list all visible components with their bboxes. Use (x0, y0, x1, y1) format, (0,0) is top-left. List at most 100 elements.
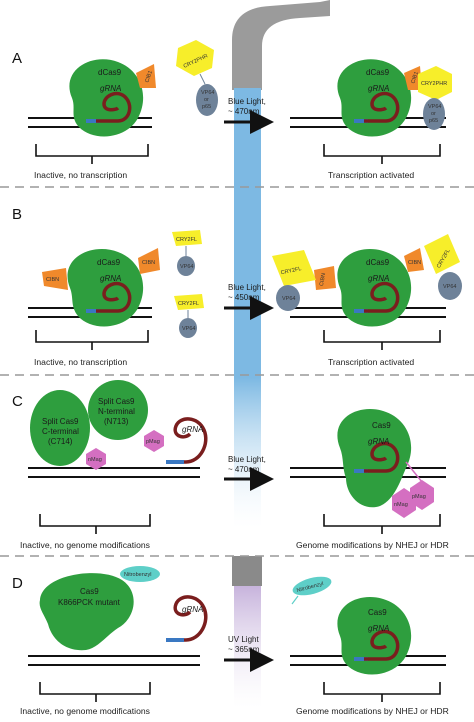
grna-label-d-right: gRNA (368, 624, 389, 633)
nitrobenzyl-left-d (120, 566, 160, 582)
blue-beam-ab (234, 88, 261, 378)
cry2phr-bound-a (418, 66, 452, 100)
caption-a-left: Inactive, no transcription (34, 170, 127, 180)
light-d-2: ~ 365nm (228, 645, 260, 654)
cry2fl-bound-b-2 (424, 234, 460, 274)
cry2fl-free-b-1 (172, 230, 202, 246)
grna-label-c-right: gRNA (368, 437, 389, 446)
vp64-bound-a-3: p65 (429, 118, 438, 124)
light-c-1: Blue Light, (228, 455, 266, 464)
nitrobenzyl-label-left: Nitrobenzyl (124, 572, 152, 578)
vp64-bound-label-b-2: VP64 (443, 284, 456, 290)
grna-free-d (166, 595, 208, 642)
dcas9-label-a-left: dCas9 (98, 68, 122, 77)
light-b-1: Blue Light, (228, 283, 266, 292)
cas9-label-c-right: Cas9 (372, 421, 391, 430)
pmag-label-c: pMag (146, 439, 160, 445)
vp64-bound-a-2: or (431, 111, 436, 117)
nmag-left-c (86, 448, 106, 470)
split-cas9-n-terminal (88, 380, 148, 440)
cas9-mutant-d (39, 573, 134, 651)
cibn-bound-label-b-1: CIBN (319, 273, 327, 287)
cibn-left-b-2 (138, 248, 160, 274)
grna-label-d-left: gRNA (182, 605, 203, 614)
cibn-bound-label-b-2: CIBN (408, 260, 421, 266)
panel-c: C Split Cas9 C-terminal (C714) Split Cas… (12, 380, 449, 550)
vp64-bound-a (423, 98, 445, 130)
bracket-c-right (323, 514, 441, 534)
cibn-label-b-2: CIBN (142, 260, 155, 266)
uv-source (232, 556, 262, 586)
cry2fl-label-b-1: CRY2FL (176, 237, 197, 243)
cry2fl-label-b-2: CRY2FL (178, 301, 199, 307)
pmag-bound-c (410, 480, 434, 510)
grna-label-b-left: gRNA (100, 274, 121, 283)
grna-label-b-right: gRNA (368, 274, 389, 283)
cry2fl-bound-b-1 (272, 250, 316, 286)
vp64-label-b-1: VP64 (180, 264, 193, 270)
panel-d-letter: D (12, 575, 23, 592)
c-terminal-3: (C714) (48, 437, 73, 446)
cibn-bound-b-2 (404, 248, 424, 272)
c-terminal-1: Split Cas9 (42, 417, 79, 426)
bracket-a-right (323, 144, 441, 164)
vp64-bound-a-1: VP64 (428, 104, 441, 110)
pmag-bound-label-c: pMag (412, 494, 426, 500)
vp64-free-b-1 (177, 256, 195, 276)
nmag-label-c: nMag (88, 457, 102, 463)
cibn-left-b-1 (42, 268, 68, 290)
light-a-2: ~ 470nm (228, 107, 260, 116)
cibn-label-b-1: CIBN (46, 277, 59, 283)
cry2fl-bound-label-b-1: CRY2FL (280, 266, 302, 276)
blue-beam-c (234, 378, 261, 528)
panel-d: D Cas9 K866PCK mutant Nitrobenzyl gRNA U… (12, 566, 449, 716)
vp64-bound-label-b-1: VP64 (282, 296, 295, 302)
vp64-free-a-2: or (204, 97, 209, 103)
caption-d-left: Inactive, no genome modifications (20, 706, 150, 716)
vp64-bound-b-2 (438, 272, 462, 300)
bracket-a-left (35, 144, 149, 164)
cas9-label-d-right: Cas9 (368, 608, 387, 617)
vp64-free-a (196, 84, 218, 116)
mutant-label-2: K866PCK mutant (58, 598, 121, 607)
bracket-d-right (323, 682, 441, 702)
light-b-2: ~ 450nm (228, 293, 260, 302)
caption-b-left: Inactive, no transcription (34, 357, 127, 367)
cib1-label-a-right: CIB1 (410, 71, 419, 84)
vp64-free-a-1: VP64 (201, 90, 214, 96)
split-cas9-c-terminal (30, 390, 90, 466)
light-a-1: Blue Light, (228, 97, 266, 106)
vp64-free-a-3: p65 (202, 104, 211, 110)
grna-label-a-left: gRNA (100, 84, 121, 93)
n-terminal-3: (N713) (104, 417, 129, 426)
mutant-label-1: Cas9 (80, 587, 99, 596)
caption-c-left: Inactive, no genome modifications (20, 540, 150, 550)
cib1-label-a: CIB1 (144, 70, 153, 83)
cry2fl-free-b-2 (174, 294, 204, 310)
panel-b: B dCas9 gRNA CIBN CIBN CRY2FL VP64 CRY2F… (12, 206, 462, 367)
vp64-free-b-2 (179, 318, 197, 338)
dcas9-label-b-left: dCas9 (97, 258, 121, 267)
light-c-2: ~ 470nm (228, 465, 260, 474)
panel-b-letter: B (12, 206, 22, 223)
uv-beam (234, 586, 261, 708)
light-d-1: UV Light (228, 635, 259, 644)
panel-a-letter: A (12, 50, 22, 67)
cib1-left-a (136, 64, 156, 88)
panel-a: A dCas9 gRNA CIB1 CRY2PHR VP64 or p65 Bl… (12, 40, 452, 180)
grna-label-a-right: gRNA (368, 84, 389, 93)
cibn-bound-b-1 (314, 266, 336, 290)
n-terminal-1: Split Cas9 (98, 397, 135, 406)
bracket-b-left (35, 330, 149, 350)
caption-a-right: Transcription activated (328, 170, 414, 180)
nitrobenzyl-released-d (292, 576, 332, 596)
nmag-bound-label-c: nMag (394, 502, 408, 508)
light-cable (232, 0, 330, 90)
cry2phr-label-bound: CRY2PHR (421, 81, 447, 87)
cib1-right-a (404, 66, 422, 90)
grna-free-c (166, 417, 208, 464)
bracket-d-left (39, 682, 151, 702)
caption-d-right: Genome modifications by NHEJ or HDR (296, 706, 449, 716)
bracket-b-right (323, 330, 441, 350)
